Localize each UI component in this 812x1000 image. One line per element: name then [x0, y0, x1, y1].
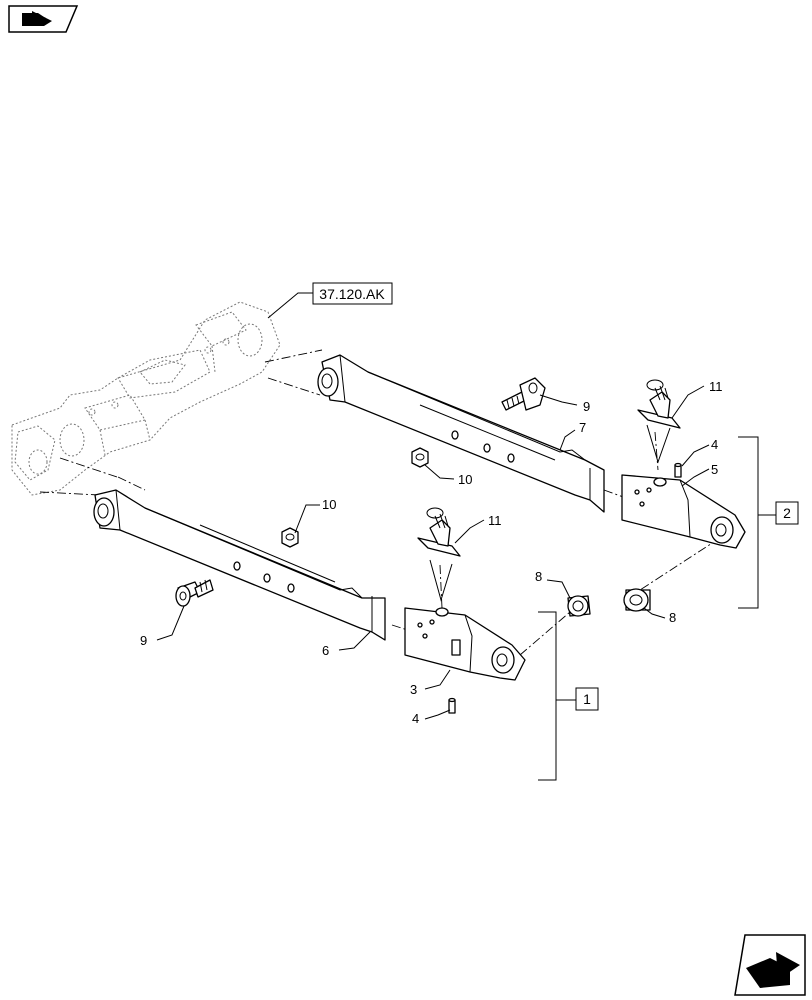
group-2-label: 2: [783, 505, 791, 521]
pin-lower[interactable]: [448, 697, 456, 714]
callout-11-upper: 11: [709, 379, 723, 394]
reference-label: 37.120.AK: [319, 286, 385, 302]
group-1-label: 1: [583, 691, 591, 707]
reference-box[interactable]: 37.120.AK: [267, 282, 393, 319]
nut-upper[interactable]: [411, 447, 429, 468]
callout-10-lower: 10: [322, 497, 336, 512]
callout-5: 5: [711, 462, 718, 477]
callout-9-upper: 9: [583, 399, 590, 414]
callout-4-lower: 4: [412, 711, 419, 726]
navigate-back-icon[interactable]: [8, 5, 79, 33]
callout-4-upper: 4: [711, 437, 718, 452]
pin-upper[interactable]: [674, 462, 682, 478]
callout-6: 6: [322, 643, 329, 658]
lift-arm-lower[interactable]: [93, 489, 386, 641]
callout-8-right: 8: [669, 610, 676, 625]
nut-lower[interactable]: [281, 527, 299, 548]
group-bracket-2: 2: [738, 436, 799, 609]
bolt-clip-lower[interactable]: [175, 579, 214, 607]
callout-11-lower: 11: [488, 513, 502, 528]
callout-3: 3: [410, 682, 417, 697]
bushing-left[interactable]: [567, 595, 591, 617]
bolt-clip-upper[interactable]: [501, 377, 546, 411]
bushing-right[interactable]: [623, 588, 651, 612]
callout-8-left: 8: [535, 569, 542, 584]
latch-lower[interactable]: [417, 507, 461, 602]
link-end-upper[interactable]: [621, 474, 746, 549]
callout-9-lower: 9: [140, 633, 147, 648]
latch-upper[interactable]: [637, 379, 681, 464]
link-end-lower[interactable]: [404, 607, 526, 681]
callout-7: 7: [579, 420, 586, 435]
callout-leaders: [156, 385, 710, 720]
navigate-forward-icon[interactable]: [734, 934, 806, 996]
housing-reference-outline: [11, 301, 281, 496]
lift-arm-upper[interactable]: [317, 354, 605, 513]
callout-10-upper: 10: [458, 472, 472, 487]
group-bracket-1: 1: [538, 611, 599, 781]
